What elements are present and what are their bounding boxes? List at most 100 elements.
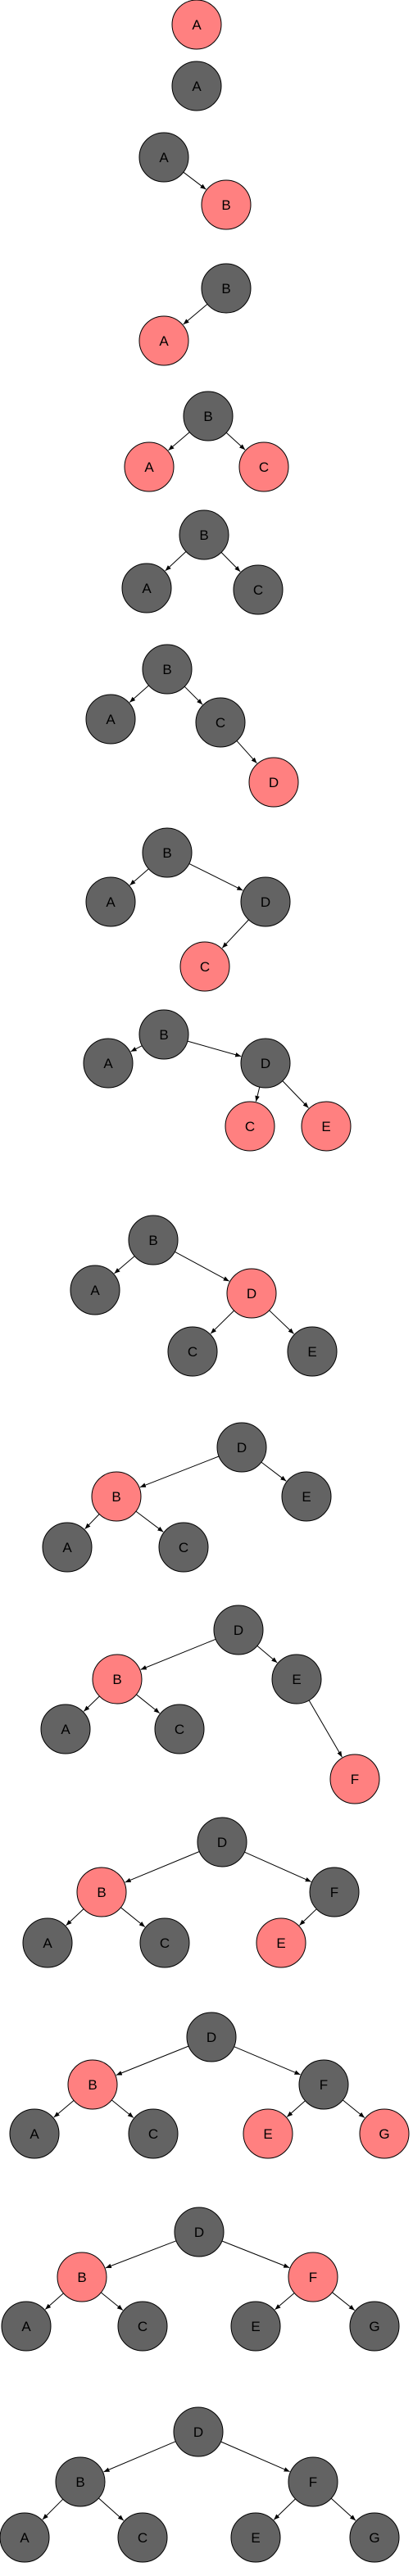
node-circle [117, 2512, 168, 2563]
tree-edge [100, 2292, 124, 2311]
tree-node-black: D [240, 1038, 291, 1089]
node-circle [128, 1215, 179, 1265]
node-label: D [193, 2424, 203, 2440]
tree-node-red: C [225, 1101, 275, 1152]
node-label: B [162, 662, 171, 677]
node-circle [195, 697, 246, 748]
node-circle [287, 1326, 338, 1377]
tree-node-red: A [124, 441, 175, 492]
tree-node-red: C [179, 941, 230, 992]
tree-node-red: D [248, 757, 299, 808]
node-label: E [251, 2319, 260, 2334]
node-label: D [261, 1056, 270, 1071]
node-circle [225, 1101, 275, 1152]
tree-node-red: B [57, 2252, 107, 2302]
tree-edge [256, 1646, 278, 1664]
node-circle [57, 2252, 107, 2302]
node-circle [213, 1605, 264, 1655]
node-circle [329, 1754, 380, 1804]
node-circle [139, 1917, 190, 1968]
node-circle [0, 2512, 50, 2563]
node-label: D [194, 2225, 204, 2240]
tree-edge [116, 2045, 189, 2076]
tree-edge [42, 2498, 64, 2520]
tree-node-red: B [201, 179, 252, 230]
tree-node-red: G [359, 2108, 410, 2159]
tree-node-black: A [1, 2301, 52, 2352]
tree-edge [53, 2100, 75, 2118]
node-label: F [351, 1772, 359, 1787]
tree-node-black: E [230, 2512, 281, 2563]
node-label: A [30, 2126, 39, 2142]
tree-node-black: A [22, 1917, 73, 1968]
tree-node-black: D [240, 876, 291, 927]
node-label: E [307, 1344, 316, 1360]
node-label: C [200, 959, 210, 975]
tree-edge [220, 2441, 290, 2473]
tree-edge [236, 740, 257, 764]
node-label: A [159, 150, 169, 165]
node-circle [67, 2059, 118, 2110]
tree-node-black: F [309, 1867, 360, 1917]
node-label: D [217, 1835, 227, 1850]
node-circle [226, 1268, 277, 1319]
node-label: B [75, 2474, 84, 2490]
tree-node-black: E [230, 2301, 281, 2352]
node-circle [142, 644, 193, 695]
node-circle [240, 876, 291, 927]
tree-node-black: E [281, 1471, 332, 1522]
node-circle [138, 315, 189, 366]
node-label: C [259, 460, 269, 475]
node-circle [171, 0, 222, 50]
node-circle [309, 1867, 360, 1917]
tree-edge [332, 2292, 356, 2311]
tree-edge [114, 1256, 135, 1274]
tree-edge [273, 2498, 296, 2520]
tree-edge [83, 1695, 100, 1712]
node-circle [167, 1326, 218, 1377]
node-circle [40, 1704, 91, 1754]
tree-edge [299, 1908, 317, 1926]
node-circle [256, 1917, 306, 1968]
tree-node-black: D [173, 2406, 224, 2457]
node-label: A [159, 333, 169, 349]
node-circle [183, 391, 234, 441]
node-circle [179, 509, 229, 560]
tree-node-black: C [195, 697, 246, 748]
node-label: E [251, 2530, 260, 2546]
tree-node-black: F [288, 2456, 338, 2507]
node-label: C [138, 2530, 148, 2546]
tree-edge [221, 919, 249, 948]
tree-node-black: A [85, 694, 136, 745]
node-circle [124, 441, 175, 492]
tree-node-red: F [288, 2252, 338, 2302]
node-label: A [90, 1283, 100, 1298]
tree-edge [286, 2100, 306, 2117]
node-circle [238, 441, 289, 492]
node-circle [70, 1265, 120, 1315]
node-circle [92, 1654, 143, 1705]
node-label: D [237, 1440, 247, 1456]
tree-edge [168, 432, 190, 451]
node-label: F [320, 2077, 328, 2093]
tree-edge [105, 2240, 177, 2269]
node-circle [55, 2456, 106, 2507]
node-circle [230, 2301, 281, 2352]
node-label: F [309, 2474, 317, 2490]
node-label: B [111, 1489, 120, 1505]
node-label: E [263, 2126, 272, 2142]
tree-node-black: B [138, 1009, 189, 1060]
node-label: A [192, 79, 202, 94]
tree-step-1: A [171, 0, 222, 50]
node-label: B [162, 845, 171, 861]
node-label: C [253, 582, 263, 598]
tree-step-7: B A CD [85, 644, 299, 808]
node-label: E [292, 1672, 301, 1687]
node-circle [179, 941, 230, 992]
tree-edge [342, 2099, 365, 2118]
node-label: A [142, 581, 152, 596]
node-circle [76, 1867, 127, 1917]
